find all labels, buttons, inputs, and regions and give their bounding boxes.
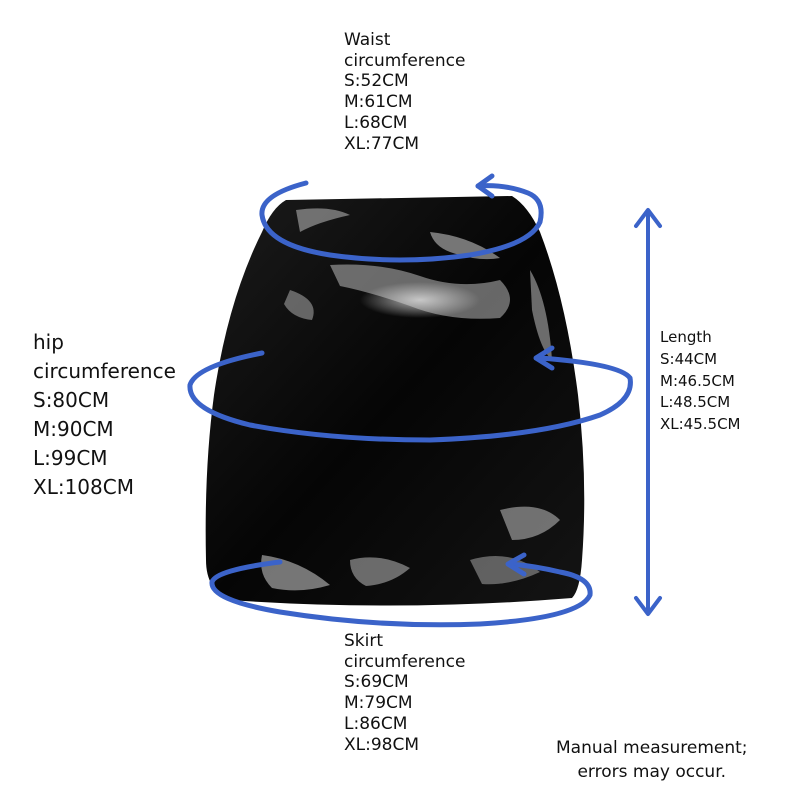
hem-size-m: M:79CM [344,693,413,714]
hip-size-s: S:80CM [33,388,110,412]
length-title: Length [660,328,712,346]
length-measurement-label: Length S:44CM M:46.5CM L:48.5CM XL:45.5C… [660,327,741,436]
length-size-l: L:48.5CM [660,393,731,412]
waist-title-line1: Waist [344,30,391,50]
disclaimer-line1: Manual measurement; [556,738,748,758]
hip-title-line1: hip [33,330,64,354]
hip-size-m: M:90CM [33,417,114,441]
waist-size-m: M:61CM [344,92,413,113]
hem-size-s: S:69CM [344,672,409,693]
disclaimer-line2: errors may occur. [577,761,727,782]
hip-title-line2: circumference [33,359,176,383]
waist-size-l: L:68CM [344,112,408,133]
hem-measurement-label: Skirt circumference S:69CM M:79CM L:86CM… [344,631,465,755]
hip-measurement-label: hip circumference S:80CM M:90CM L:99CM X… [33,328,176,502]
length-size-m: M:46.5CM [660,371,735,390]
measurement-disclaimer: Manual measurement; errors may occur. [556,737,748,785]
hip-size-l: L:99CM [33,446,108,470]
waist-size-s: S:52CM [344,71,409,92]
hem-size-l: L:86CM [344,713,408,734]
circular-arrow-icon [187,345,633,443]
latex-skirt [205,196,585,606]
circular-arrow-icon [259,173,544,263]
hip-size-xl: XL:108CM [33,475,134,499]
hem-title-line1: Skirt [344,631,384,651]
circular-arrow-icon [209,552,593,628]
length-size-s: S:44CM [660,349,718,368]
double-headed-arrow-icon [634,208,662,616]
waist-size-xl: XL:77CM [344,133,420,154]
length-size-xl: XL:45.5CM [660,415,741,433]
hem-size-xl: XL:98CM [344,734,420,755]
waist-title-line2: circumference [344,50,466,71]
waist-measurement-label: Waist circumference S:52CM M:61CM L:68CM… [344,30,465,154]
hem-title-line2: circumference [344,651,466,672]
